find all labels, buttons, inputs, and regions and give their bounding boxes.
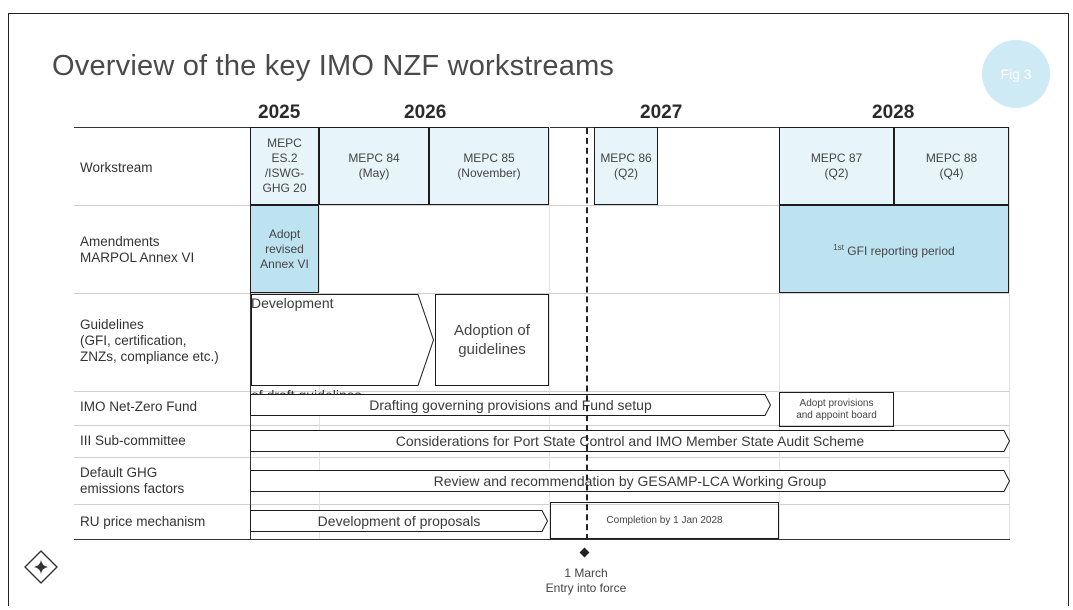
row-label-workstream: Workstream [80,160,153,175]
mepc88-box: MEPC 88(Q4) [894,127,1009,205]
gfi-reporting-period-box: 1st GFI reporting period [779,205,1009,293]
gesamp-review-arrow: Review and recommendation by GESAMP-LCA … [250,470,1011,492]
completion-box: Completion by 1 Jan 2028 [550,502,779,539]
grid-line [74,504,1010,505]
grid-line [74,425,1010,426]
entry-into-force-line [586,128,588,540]
slide-title: Overview of the key IMO NZF workstreams [52,50,615,82]
row-label-fund: IMO Net-Zero Fund [80,399,198,414]
mepc86-box: MEPC 86(Q2) [594,127,658,205]
sparkle-logo-icon [24,550,58,589]
grid-column-line [1009,127,1010,539]
grid-line [74,205,1010,206]
grid-line [74,391,1010,392]
grid-line [74,457,1010,458]
drafting-fund-arrow: Drafting governing provisions and Fund s… [250,394,772,416]
row-label-ru: RU price mechanism [80,514,206,529]
row-label-iii: III Sub-committee [80,433,186,448]
grid-column-line [549,127,550,539]
port-state-control-arrow: Considerations for Port State Control an… [250,430,1011,452]
year-2028: 2028 [872,102,915,123]
development-proposals-arrow: Development of proposals [250,510,549,532]
year-2026: 2026 [404,102,447,123]
grid-column-line [779,127,780,539]
fig-badge: Fig 3 [982,40,1050,108]
grid-line [74,293,1010,294]
year-2027: 2027 [640,102,683,123]
mepc87-box: MEPC 87(Q2) [779,127,894,205]
mepc84-box: MEPC 84(May) [319,127,429,205]
year-2025: 2025 [258,102,301,123]
slide-frame [8,13,1069,606]
mepc85-box: MEPC 85(November) [429,127,549,205]
grid-column-line [250,127,251,539]
grid-bottom-line [74,539,1010,540]
row-label-guidelines: Guidelines(GFI, certification,ZNZs, comp… [80,317,219,364]
